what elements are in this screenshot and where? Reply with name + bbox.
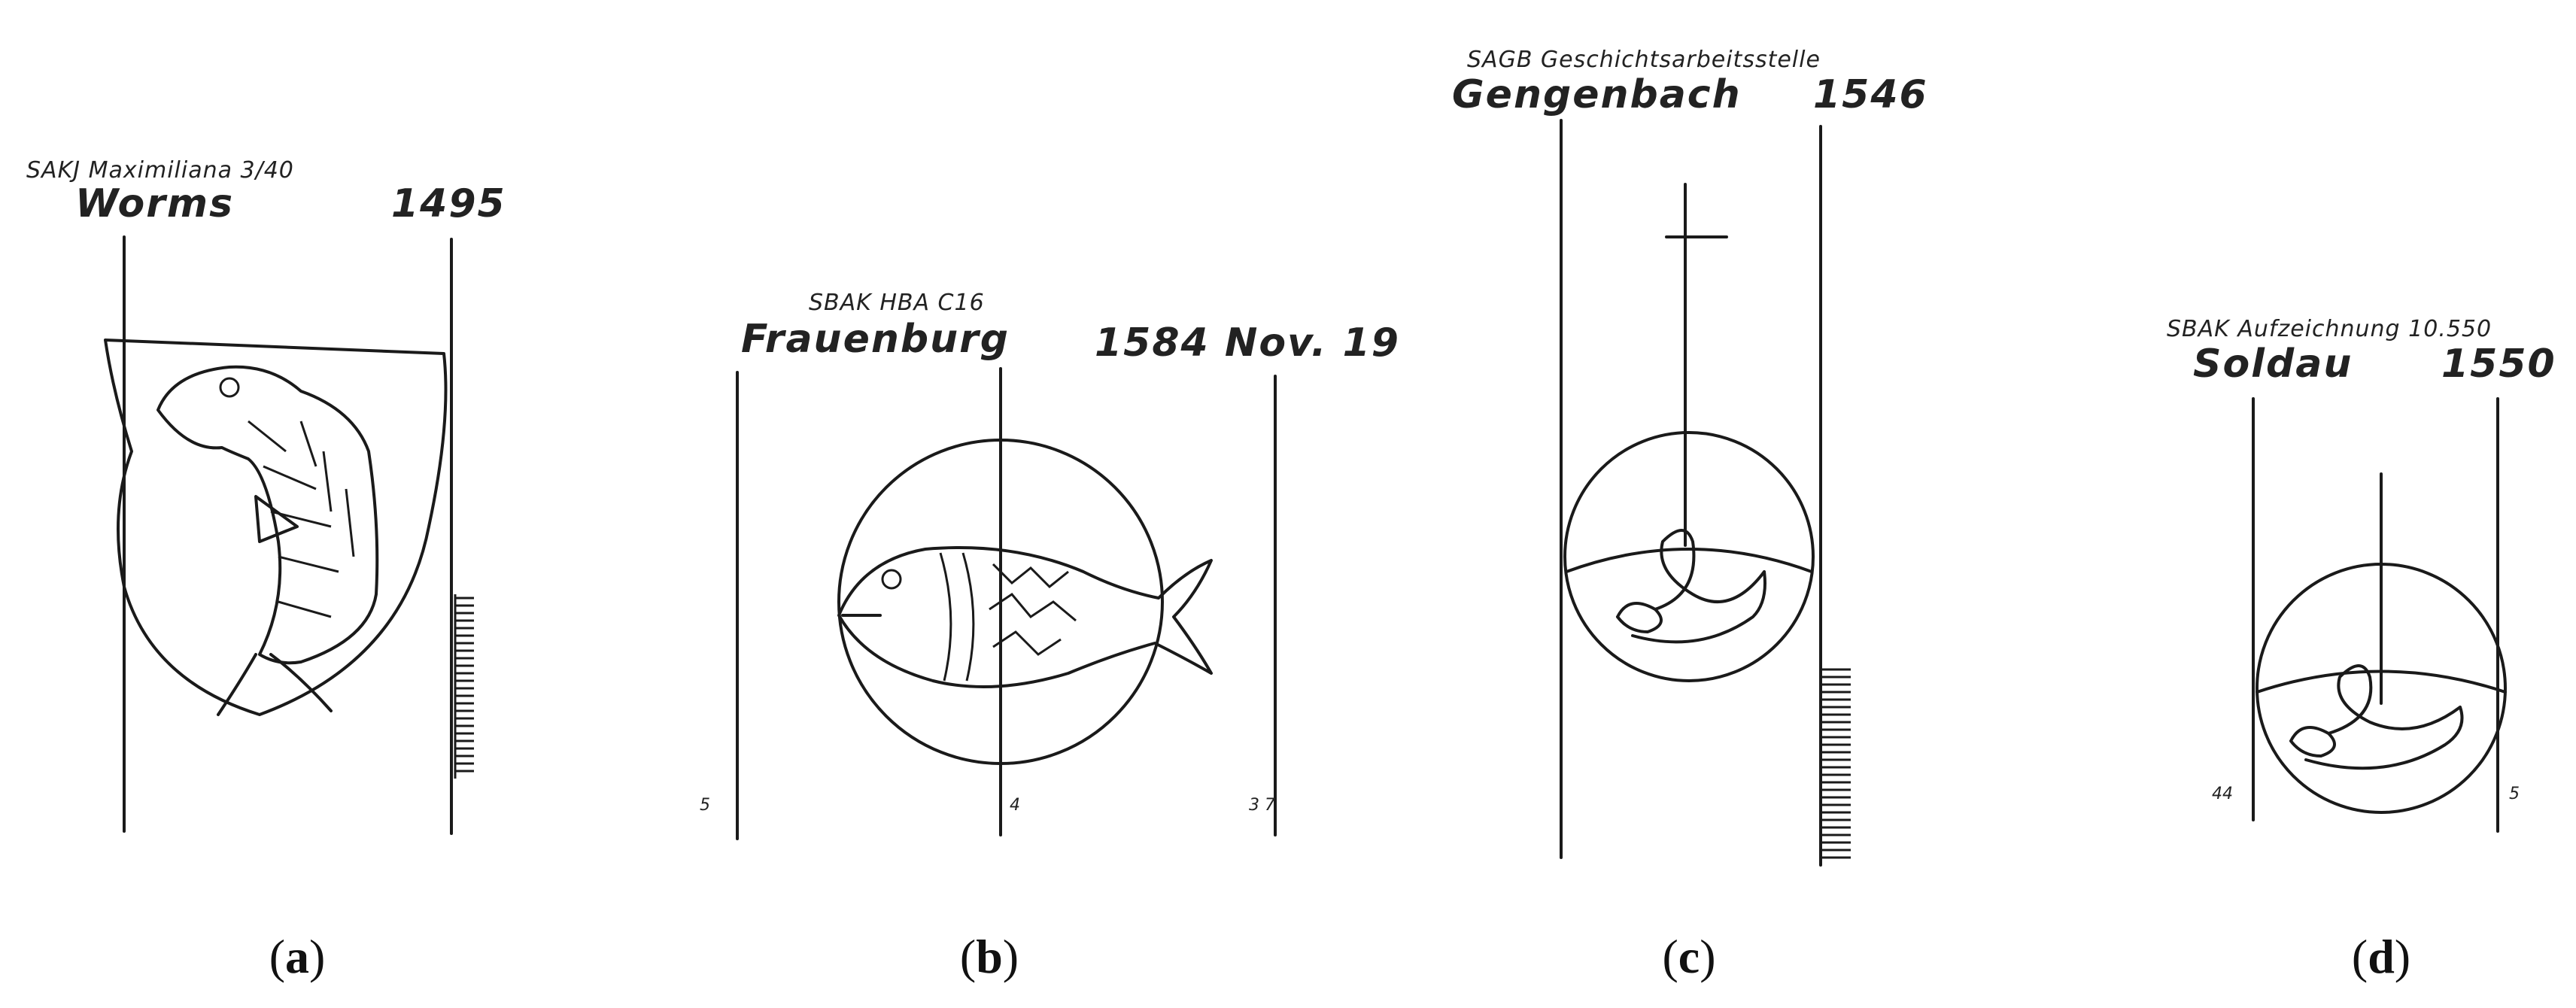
fish-shape [837,546,1213,688]
scale-ruler [454,594,474,779]
panel-b-margin-right: 3 7 [1249,796,1275,815]
snake-shape [1616,529,1766,644]
panel-c-note: SAGB Geschichtsarbeitsstelle [1467,47,1821,73]
caption-c: (c) [1662,930,1716,983]
panel-b-place: Frauenburg [741,317,1010,362]
panel-d-drawing [2252,397,2507,833]
caption-b: (b) [959,930,1019,983]
panel-a-note: SAKJ Maximiliana 3/40 [26,157,294,184]
caption-a: (a) [269,930,326,983]
circle-outline [1563,431,1815,682]
panel-c-place: Gengenbach [1452,72,1742,117]
panel-b-margin-left: 5 [700,796,710,815]
fish-shape [156,365,379,665]
panel-b-margin-middle: 4 [1010,796,1020,815]
panel-b-year: 1584 Nov. 19 [1095,320,1400,366]
panel-c-year: 1546 [1813,72,1928,117]
panel-d-note: SBAK Aufzeichnung 10.550 [2167,316,2492,342]
shield-outline [104,339,448,716]
panel-a-year: 1495 [391,181,506,226]
snake-shape [2289,664,2464,770]
panel-d-margin-right: 5 [2509,785,2520,803]
panel-b-note: SBAK HBA C16 [809,290,985,316]
scale-ruler [1819,666,1851,865]
panel-a-place: Worms [75,181,235,226]
circle-outline [2256,563,2507,814]
panel-d-margin-left: 44 [2212,785,2233,803]
panel-b-drawing [736,367,1277,840]
caption-d: (d) [2351,930,2411,983]
panel-c-drawing [1560,119,1851,867]
panel-d-place: Soldau [2193,342,2353,387]
panel-a-drawing [104,235,474,835]
circle-outline [837,439,1164,765]
panel-d-year: 1550 [2441,342,2556,387]
